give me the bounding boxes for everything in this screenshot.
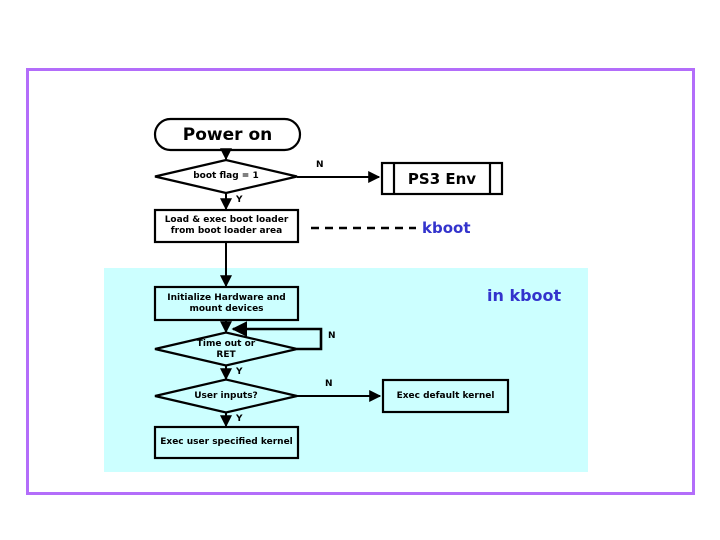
- branch-label-userinputs-yes: Y: [236, 414, 243, 424]
- node-exec-user-kernel-shape: [153, 425, 300, 460]
- node-timeout-ret-shape: [154, 331, 298, 367]
- annotation-in-kboot: in kboot: [487, 286, 562, 305]
- branch-label-bootflag-no: N: [316, 160, 324, 170]
- node-load-exec-shape: [153, 208, 300, 244]
- slide-outer-frame: [26, 68, 695, 495]
- node-exec-default-kernel-shape: [381, 378, 510, 414]
- node-init-hardware-shape: [153, 285, 300, 322]
- node-ps3-env-shape: [380, 161, 504, 196]
- edge-timeout-no-loop: [231, 321, 323, 351]
- branch-label-timeout-no: N: [328, 331, 336, 341]
- branch-label-timeout-yes: Y: [236, 367, 243, 377]
- branch-label-userinputs-no: N: [325, 379, 333, 389]
- node-boot-flag-shape: [154, 158, 298, 195]
- node-power-on-shape: [153, 117, 302, 152]
- branch-label-bootflag-yes: Y: [236, 195, 243, 205]
- annotation-kboot: kboot: [422, 219, 471, 237]
- node-user-inputs-shape: [154, 378, 298, 414]
